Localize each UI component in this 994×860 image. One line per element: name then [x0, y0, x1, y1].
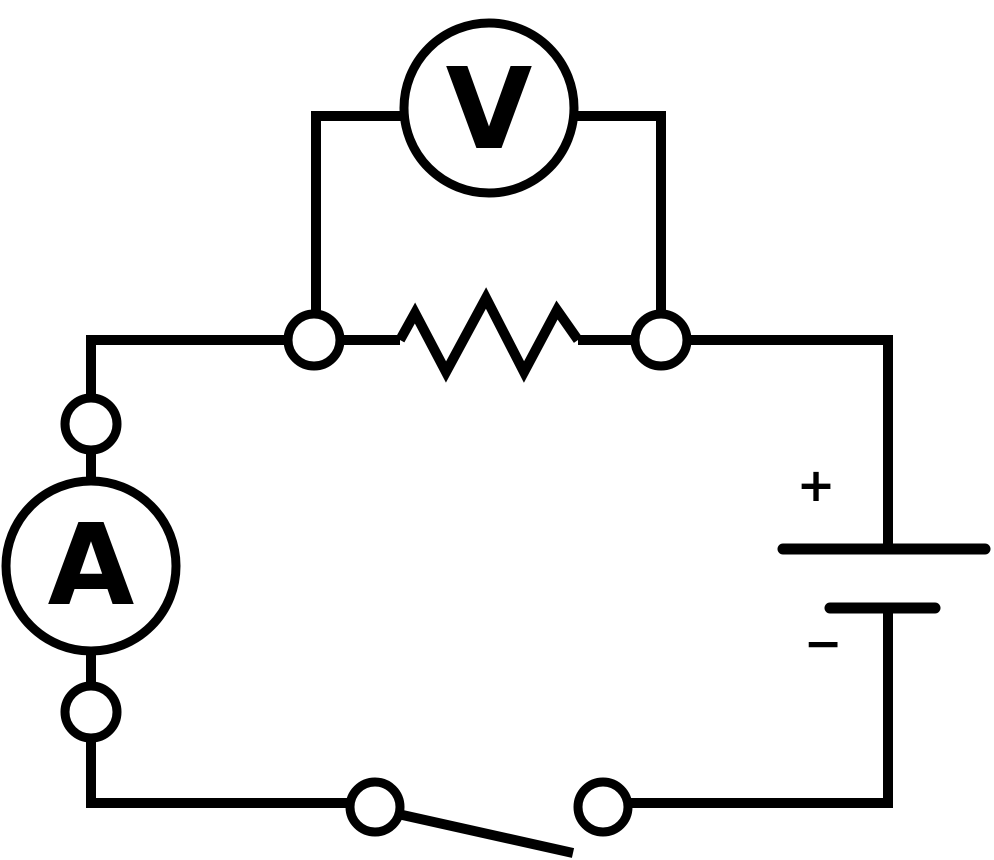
- wires: [86, 111, 893, 808]
- ammeter-circle: [1, 476, 181, 656]
- wire-top-right: [687, 335, 893, 549]
- voltmeter: V: [399, 18, 579, 198]
- wire-voltmeter-right: [574, 111, 666, 314]
- switch-left-terminal: [345, 777, 405, 837]
- ammeter-label: A: [48, 501, 135, 631]
- battery-negative-sign: −: [804, 616, 843, 670]
- battery: + −: [777, 458, 991, 670]
- switch: [345, 777, 633, 858]
- wire-top-left: [86, 335, 288, 398]
- wire-bottom-left: [86, 738, 349, 808]
- wire-bottom-right: [629, 608, 893, 808]
- voltmeter-label: V: [446, 45, 533, 175]
- switch-lever: [396, 809, 575, 858]
- voltmeter-circle: [399, 18, 579, 198]
- switch-right-terminal: [573, 777, 633, 837]
- ammeter-lower-terminal: [60, 681, 122, 743]
- resistor-icon: [395, 287, 583, 383]
- wire-voltmeter-left: [311, 111, 404, 314]
- ammeter-upper-terminal: [60, 393, 122, 455]
- resistor-right-terminal: [630, 309, 692, 371]
- ammeter: A: [1, 476, 181, 656]
- battery-positive-sign: +: [797, 458, 836, 512]
- resistor-left-terminal: [283, 309, 345, 371]
